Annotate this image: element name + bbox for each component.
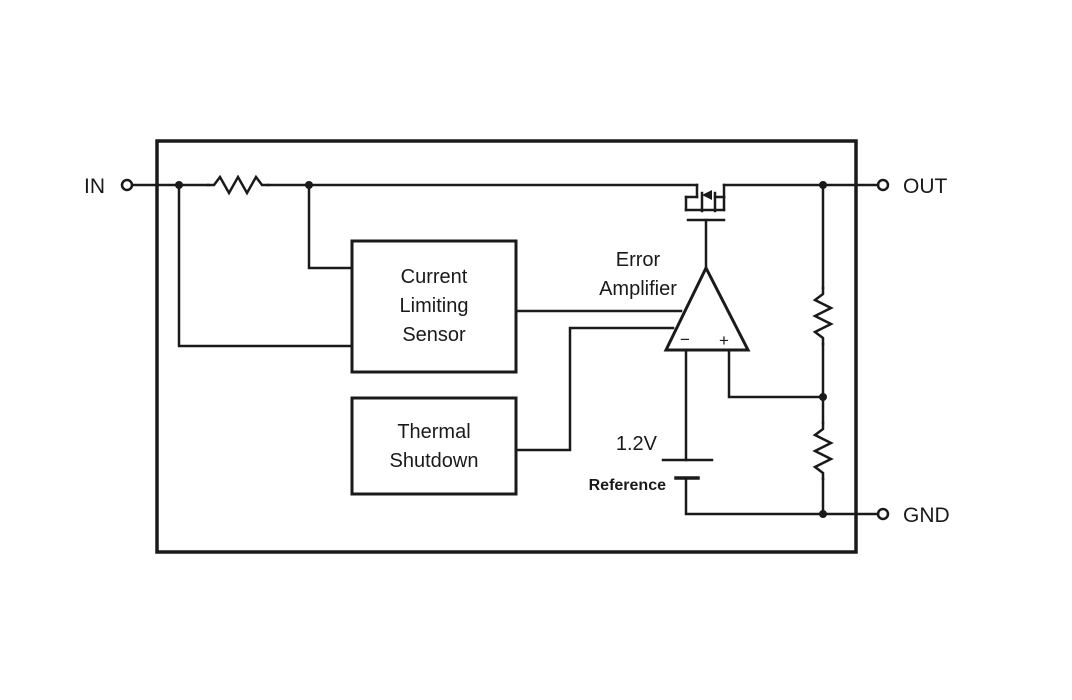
- resistor-icon: [206, 174, 270, 196]
- op-amp-icon: − +: [663, 264, 751, 352]
- thermal-output-wire: [514, 326, 675, 452]
- terminal-icon: [876, 507, 890, 521]
- block-label-line: Limiting: [400, 295, 469, 317]
- mosfet-icon: [684, 183, 726, 270]
- sense-wire-pre-resistor: [177, 183, 354, 348]
- block-label-line: Thermal: [397, 421, 470, 443]
- terminal-in: IN: [84, 175, 134, 198]
- chip-outline: [155, 139, 858, 554]
- resistor-icon: [812, 286, 834, 346]
- terminal-out: OUT: [876, 175, 948, 198]
- thermal-shutdown-block: Thermal Shutdown: [350, 396, 518, 496]
- ground-rail: [684, 476, 880, 516]
- terminal-icon: [876, 178, 890, 192]
- resistor-icon: [812, 421, 834, 481]
- sense-wire-post-resistor: [307, 183, 354, 270]
- reference-voltage: 1.2V: [616, 433, 658, 455]
- inverting-input-sign: −: [680, 330, 690, 349]
- error-amplifier-label-line1: Error: [616, 249, 661, 271]
- terminal-gnd: GND: [876, 504, 950, 527]
- battery-icon: [661, 458, 714, 480]
- current-limiting-sensor-block: Current Limiting Sensor: [350, 239, 518, 374]
- reference-label: Reference: [589, 477, 666, 494]
- block-label-line: Sensor: [402, 324, 466, 346]
- pin-label-out: OUT: [903, 175, 948, 198]
- block-label-line: Current: [401, 266, 468, 288]
- input-rail: [130, 174, 699, 196]
- error-amplifier-label-line2: Amplifier: [599, 278, 677, 300]
- noninverting-input-sign: +: [719, 331, 729, 350]
- feedback-wire: [727, 348, 825, 399]
- feedback-divider: [812, 183, 834, 518]
- pin-label-in: IN: [84, 175, 105, 198]
- terminal-icon: [120, 178, 134, 192]
- pin-label-gnd: GND: [903, 504, 950, 527]
- block-label-line: Shutdown: [390, 450, 479, 472]
